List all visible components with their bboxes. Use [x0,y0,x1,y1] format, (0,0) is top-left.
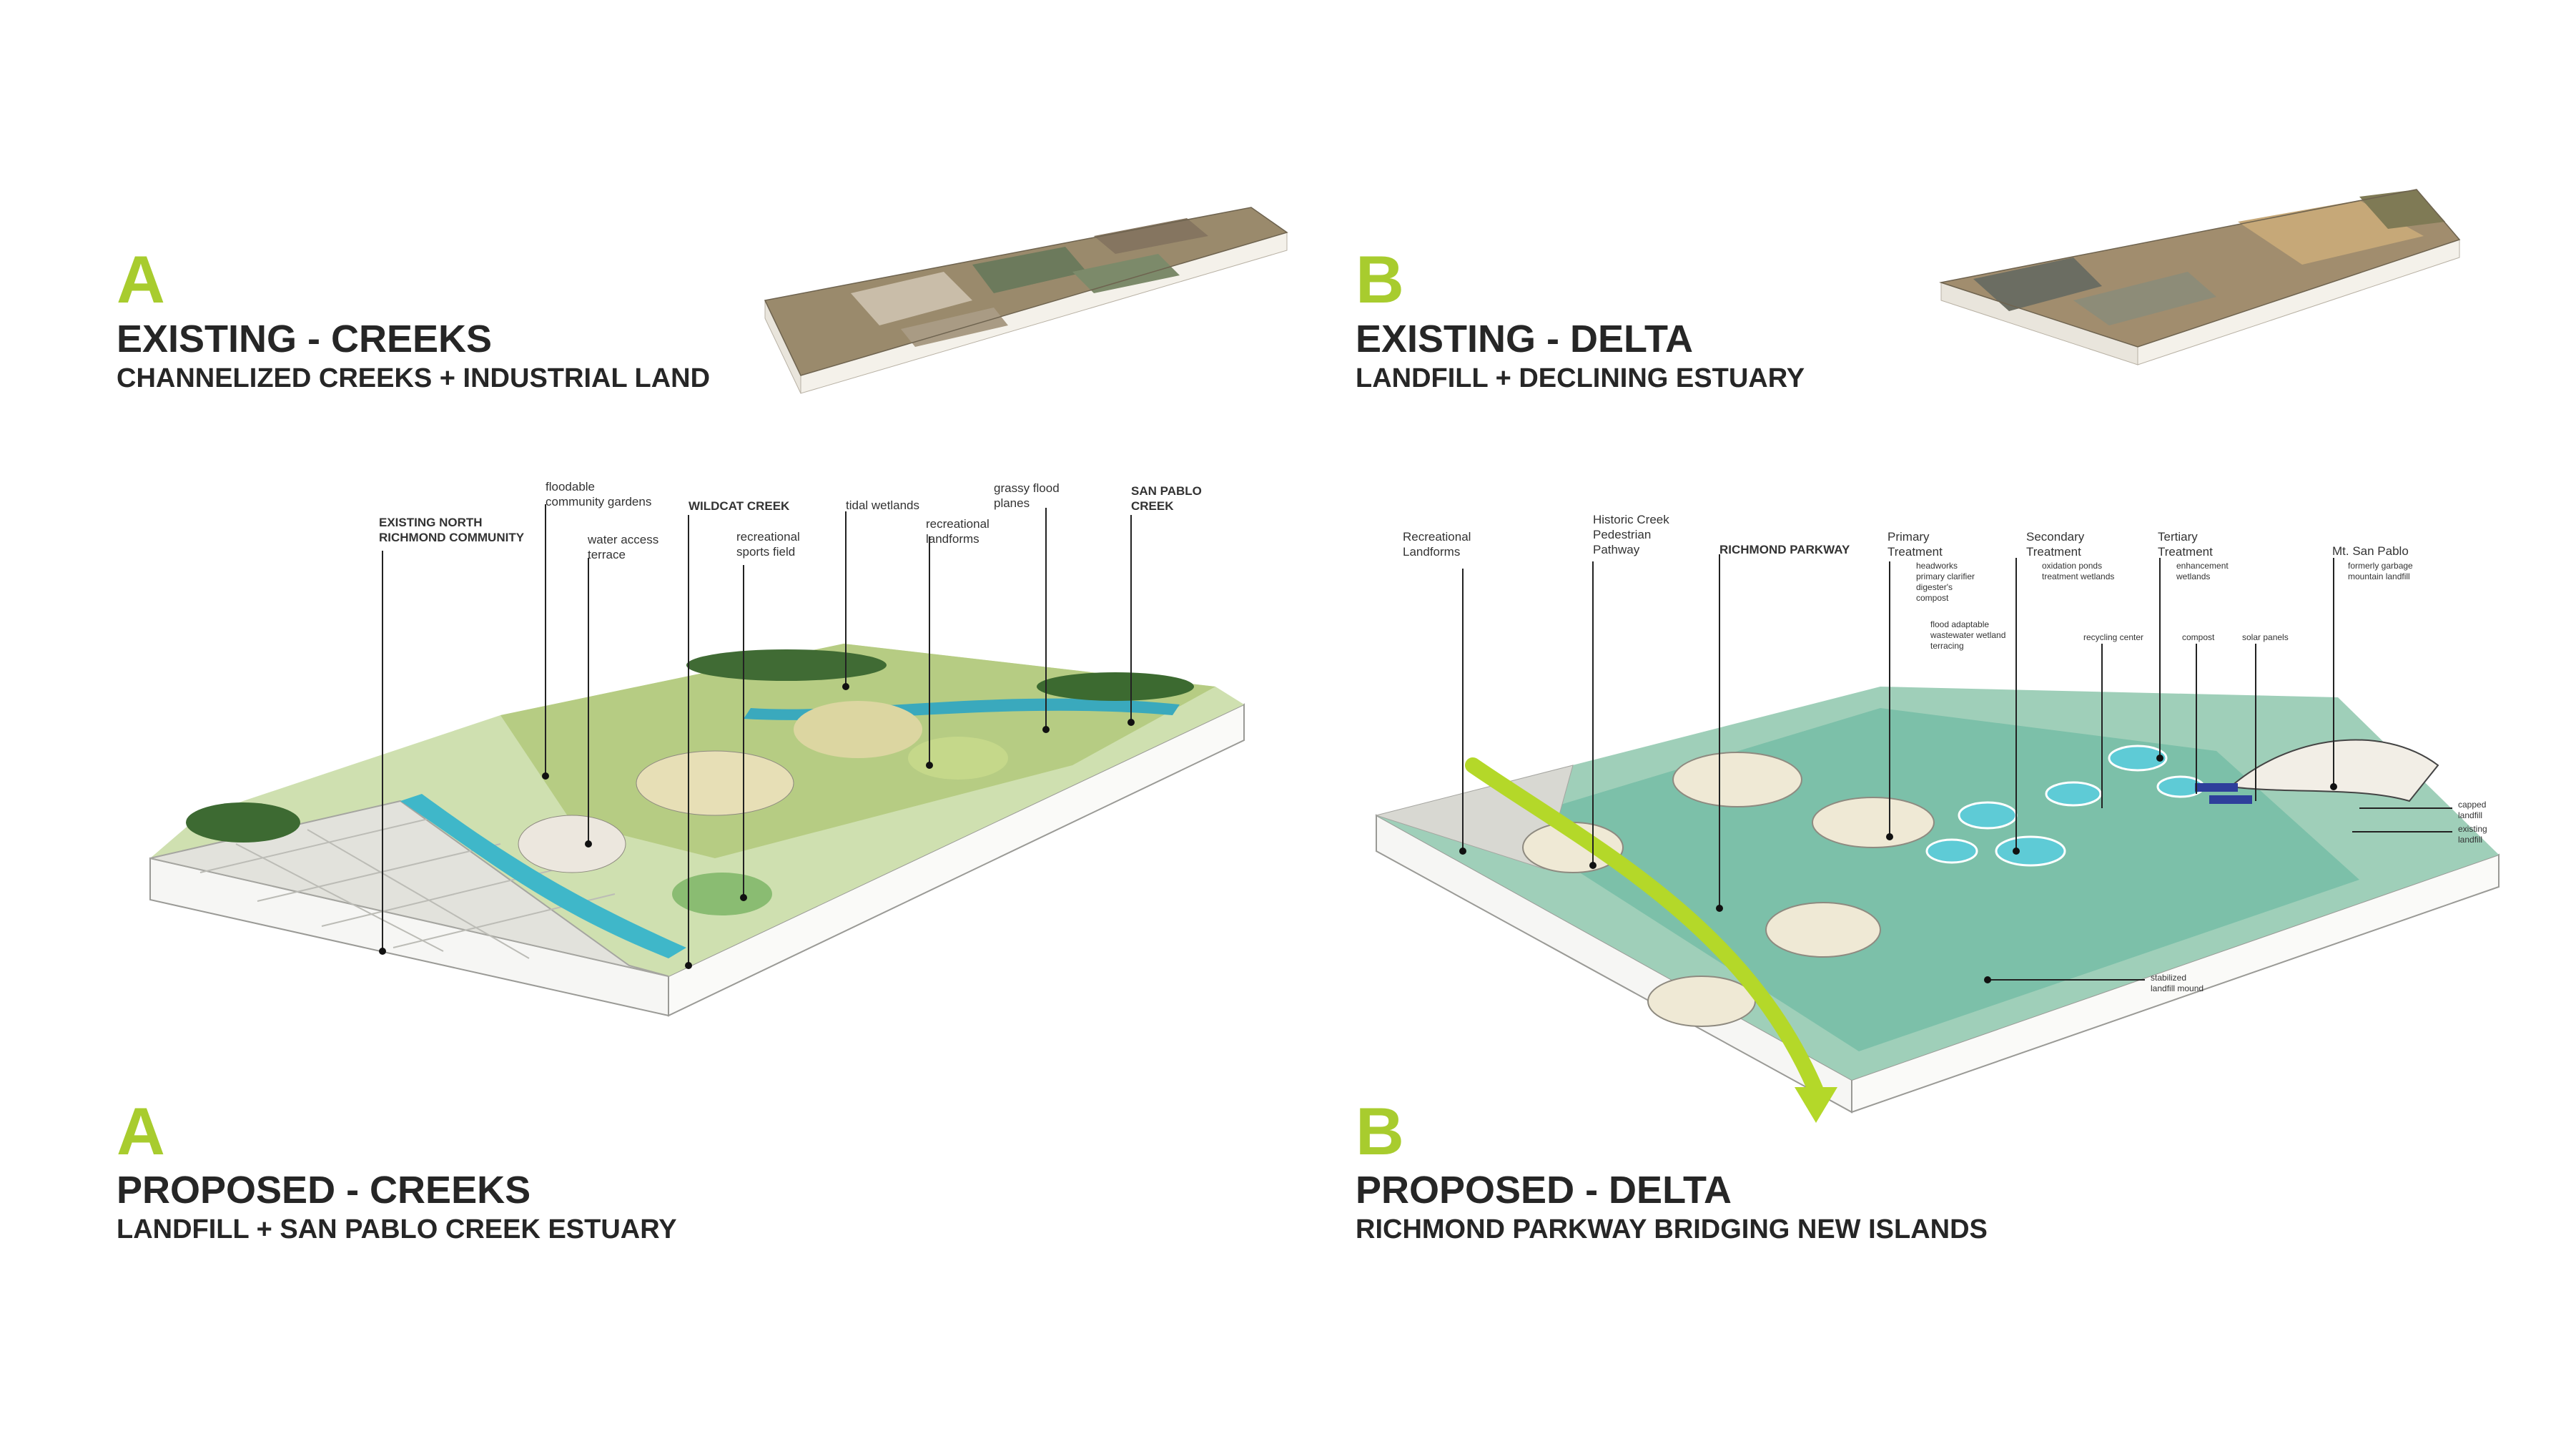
label-solar-panels: solar panels [2242,632,2289,642]
panel-a-proposed-letter: A [117,1094,165,1169]
panel-b-proposed-subtitle: RICHMOND PARKWAY BRIDGING NEW ISLANDS [1356,1214,1988,1244]
panel-a-existing-letter: A [117,242,165,317]
label-tertiary-detail: enhancement wetlands [2176,561,2229,581]
label-richmond-parkway: RICHMOND PARKWAY [1719,543,1850,556]
label-mt-detail: formerly garbage mountain landfill [2348,561,2413,581]
label-san-pablo-creek: SAN PABLO CREEK [1131,484,1202,513]
panel-b-existing-title: EXISTING - DELTA [1356,318,1693,360]
label-secondary-detail: oxidation ponds treatment wetlands [2042,561,2115,581]
label-flood-planes: grassy flood planes [994,481,1060,510]
label-rec-landforms-b: Recreational Landforms [1403,530,1471,559]
panel-b-proposed-title: PROPOSED - DELTA [1356,1169,1732,1212]
panel-a-existing-subtitle: CHANNELIZED CREEKS + INDUSTRIAL LAND [117,363,711,393]
existing-delta-aerial [1939,189,2461,365]
label-historic-creek: Historic Creek Pedestrian Pathway [1593,513,1669,556]
label-existing-landfill: existing landfill [2458,824,2487,845]
label-primary-detail: headworks primary clarifier digester's c… [1916,561,1975,603]
label-north-richmond: EXISTING NORTH RICHMOND COMMUNITY [379,516,525,544]
label-flood-terracing: flood adaptable wastewater wetland terra… [1930,619,2006,651]
label-community-gardens: floodable community gardens [546,480,652,509]
label-recycling-center: recycling center [2083,632,2144,642]
label-sports-field: recreational sports field [736,530,800,559]
label-capped-landfill: capped landfill [2458,800,2487,820]
label-water-access: water access terrace [588,533,659,561]
panel-b-existing-letter: B [1356,242,1404,317]
label-tidal-wetlands: tidal wetlands [846,498,920,512]
panel-b-proposed-letter: B [1356,1094,1404,1169]
panel-b-existing-subtitle: LANDFILL + DECLINING ESTUARY [1356,363,1805,393]
label-wildcat-creek: WILDCAT CREEK [689,499,790,513]
label-primary-treatment: Primary Treatment [1887,530,1943,559]
panel-a-proposed-subtitle: LANDFILL + SAN PABLO CREEK ESTUARY [117,1214,677,1244]
existing-creeks-aerial [764,207,1288,394]
panel-a-existing-title: EXISTING - CREEKS [117,318,493,360]
label-compost: compost [2182,632,2215,642]
label-tertiary-treatment: Tertiary Treatment [2158,530,2213,559]
label-stabilized-mound: stabilized landfill mound [2151,973,2204,993]
panel-a-proposed-title: PROPOSED - CREEKS [117,1169,531,1212]
label-secondary-treatment: Secondary Treatment [2026,530,2085,559]
label-mt-san-pablo: Mt. San Pablo [2332,544,2409,558]
label-rec-landforms-a: recreational landforms [926,517,990,546]
